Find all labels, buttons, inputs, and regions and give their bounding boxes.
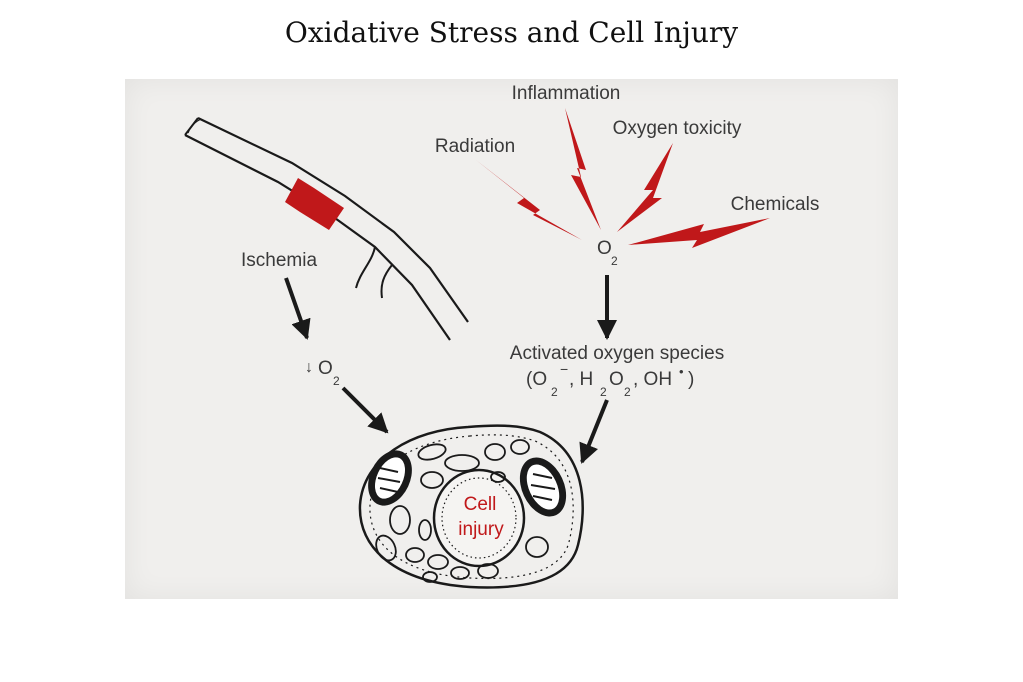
svg-text:O: O [597,238,612,259]
svg-text:O: O [609,369,624,390]
svg-text:2: 2 [333,374,340,388]
mitochondrion-right [519,457,567,517]
svg-text:2: 2 [611,254,618,268]
label-radiation: Radiation [435,136,515,157]
label-cell: Cell [464,494,497,515]
svg-text:2: 2 [551,385,558,399]
lightning-bolt-radiation [476,160,582,240]
label-injury: injury [458,519,504,540]
label-chemicals: Chemicals [731,194,820,215]
svg-text:O: O [318,358,333,379]
svg-text:2: 2 [624,385,631,399]
svg-text:↓: ↓ [305,359,313,376]
arrow-species-to-cell [579,399,609,464]
svg-text:2: 2 [600,385,607,399]
lightning-bolt-inflammation [565,108,601,230]
page-title: Oxidative Stress and Cell Injury [284,16,739,49]
svg-text:): ) [688,369,694,390]
arrow-ischemia-to-o2 [284,277,311,340]
svg-text:, H: , H [569,369,593,390]
arrow-o2-to-cell [341,386,389,434]
label-activated-oxygen-species: Activated oxygen species [510,343,724,364]
svg-text:−: − [560,361,568,377]
label-oxygen-toxicity: Oxygen toxicity [613,118,742,139]
label-inflammation: Inflammation [512,83,621,104]
nucleus [432,468,526,568]
label-decreased-o2: ↓ O 2 [305,358,340,388]
lightning-bolt-oxygen-toxicity [617,143,673,232]
blood-clot [285,178,344,230]
label-ischemia: Ischemia [241,250,317,271]
label-species-formulas: (O 2 − , H 2 O 2 , OH • ) [526,361,694,399]
mitochondrion-left [368,450,412,506]
blood-vessel [184,117,469,341]
svg-text:•: • [679,364,684,379]
svg-text:, OH: , OH [633,369,672,390]
lightning-bolt-chemicals [628,218,770,248]
cell-diagram [358,424,584,589]
label-o2-top: O 2 [597,238,618,268]
svg-text:(O: (O [526,369,547,390]
